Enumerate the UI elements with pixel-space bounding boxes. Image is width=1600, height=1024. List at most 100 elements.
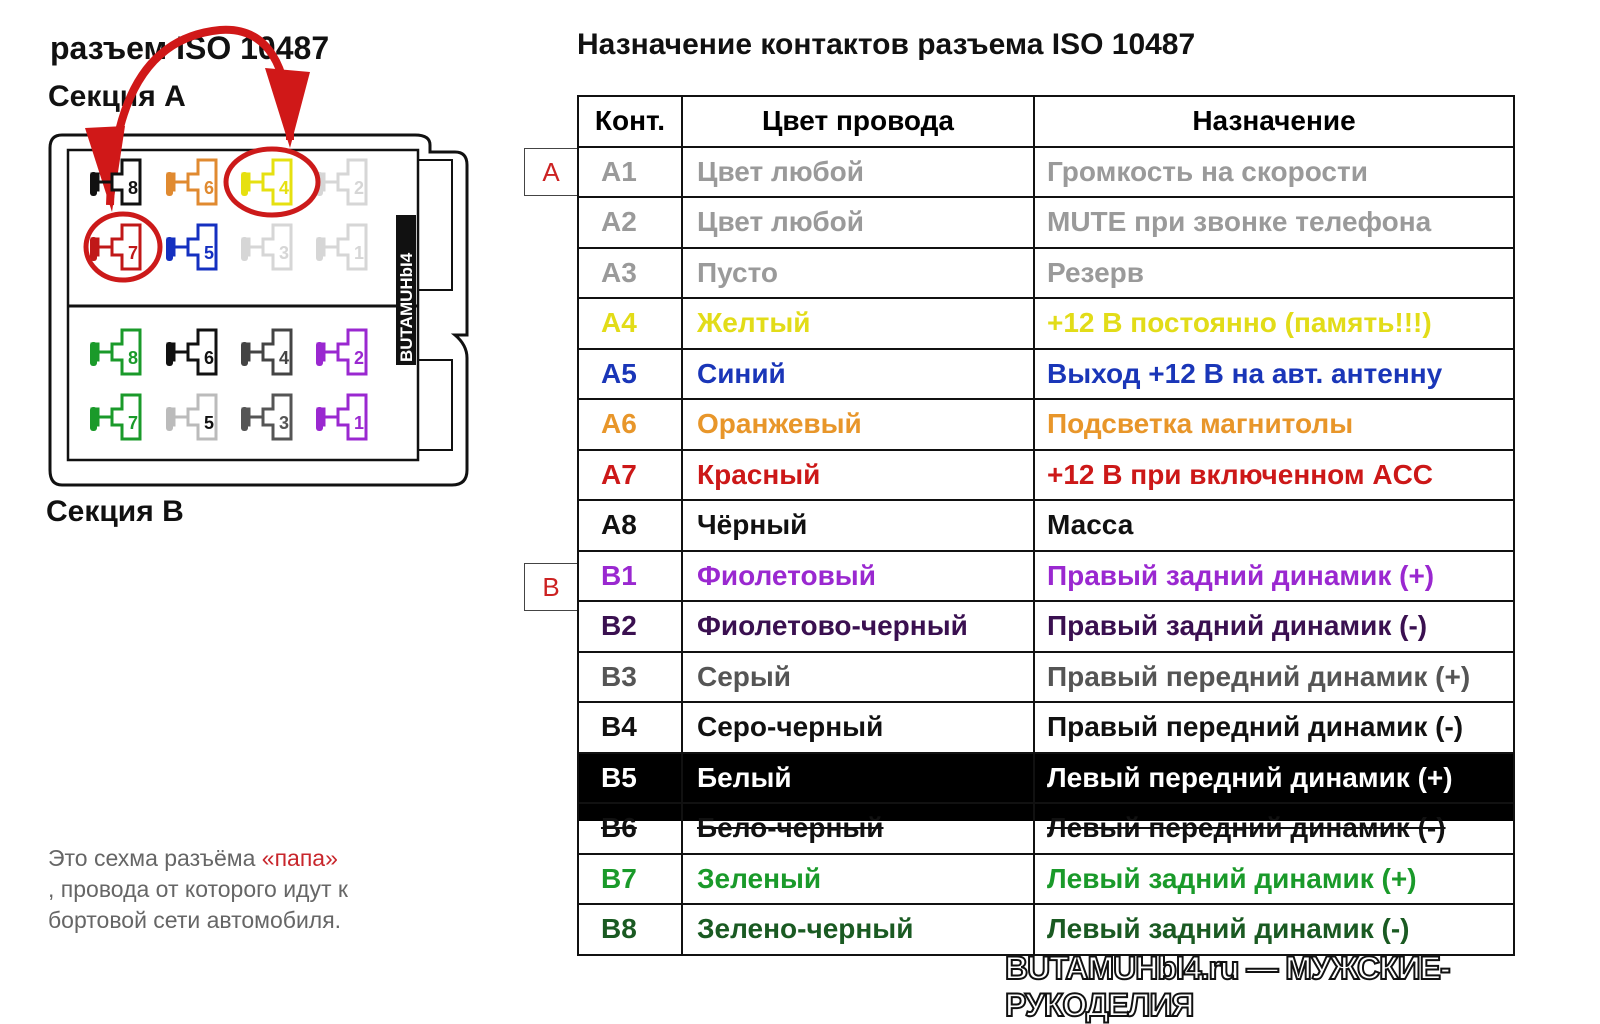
purpose-cell-text: Подсветка магнитолы [1047,408,1354,440]
purpose-cell: Левый передний динамик (+) [1033,751,1515,804]
table-row: B2 Фиолетово-черный Правый задний динамик … [577,600,1515,653]
pin-shape [90,328,142,376]
purpose-cell-text: Резерв [1047,256,1144,288]
pin-number: 5 [204,243,214,263]
wire-color-cell: Фиолетово-черный [681,600,1035,653]
wire-color-cell: Пусто [681,246,1035,299]
pin-2: 2 [316,328,368,376]
table-row: A3 Пусто Резерв [577,246,1515,299]
pin-number: 6 [204,178,214,198]
purpose-cell: Громкость на скорости [1033,145,1515,198]
pin-cell-text: B3 [601,660,637,692]
purpose-cell: Правый передний динамик (-) [1033,701,1515,754]
purpose-cell-text: Правый передний динамик (-) [1047,711,1464,743]
pin-shape [316,158,368,206]
pin-5: 5 [166,393,218,441]
pin-shape [316,328,368,376]
wire-color-cell-text: Оранжевый [697,408,862,440]
wire-color-cell: Чёрный [681,499,1035,552]
header-purpose: Назначение [1033,95,1515,148]
pin-number: 1 [354,243,364,263]
pin-number: 8 [128,348,138,368]
pin-3: 3 [241,223,293,271]
pin-shape [241,393,293,441]
pin-1: 1 [316,393,368,441]
pin-tab [166,237,173,261]
purpose-cell: Левый задний динамик (-) [1033,903,1515,956]
purpose-cell-text: Левый передний динамик (-) [1047,812,1446,844]
pin-tab [241,342,248,366]
side-label: BUTAMUHbI4 [397,252,416,362]
pin-cell: B5 [577,751,683,804]
pin-cell-text: A1 [601,155,637,187]
wire-color-cell: Серо-черный [681,701,1035,754]
pin-cell-text: A3 [601,256,637,288]
purpose-cell: Резерв [1033,246,1515,299]
wire-color-cell-text: Серо-черный [697,711,884,743]
pin-cell: A5 [577,347,683,400]
section-a-label: Секция A [48,80,186,113]
wire-color-cell: Зелено-черный [681,903,1035,956]
pin-6: 6 [166,328,218,376]
pin-cell: B7 [577,852,683,905]
pin-cell: B3 [577,650,683,703]
pin-tab [316,237,323,261]
table-title: Назначение контактов разъема ISO 10487 [577,28,1196,61]
pin-shape [166,393,218,441]
pin-number: 1 [354,413,364,433]
pin-tab [241,172,248,196]
latch-bottom [417,359,453,451]
pin-tab [316,407,323,431]
pin-4: 4 [241,328,293,376]
purpose-cell-text: +12 В при включенном ACC [1047,458,1434,490]
section-mark-b: B [524,563,577,611]
pin-cell-text: B4 [601,711,637,743]
pin-4: 4 [241,158,293,206]
pin-7: 7 [90,393,142,441]
pin-cell-text: A4 [601,307,637,339]
purpose-cell-text: Правый передний динамик (+) [1047,660,1471,692]
pin-cell: A2 [577,196,683,249]
wire-color-cell-text: Зеленый [697,862,822,894]
purpose-cell: +12 В при включенном ACC [1033,448,1515,501]
purpose-cell: Выход +12 В на авт. антенну [1033,347,1515,400]
table-row: A6 Оранжевый Подсветка магнитолы [577,398,1515,451]
pin-number: 4 [279,348,289,368]
watermark: BUTAMUHbI4.ru — МУЖСКИЕ-РУКОДЕЛИЯ [1004,949,1452,1024]
pin-shape [241,328,293,376]
pin-6: 6 [166,158,218,206]
pin-number: 3 [279,413,289,433]
purpose-cell: +12 В постоянно (память!!!) [1033,297,1515,350]
purpose-cell: Правый задний динамик (-) [1033,600,1515,653]
pin-number: 5 [204,413,214,433]
pin-cell-text: B2 [601,610,637,642]
wire-color-cell: Цвет любой [681,196,1035,249]
purpose-cell-text: Выход +12 В на авт. антенну [1047,357,1443,389]
wire-color-cell: Фиолетовый [681,549,1035,602]
purpose-cell-text: Левый задний динамик (+) [1047,862,1417,894]
purpose-cell-text: Правый задний динамик (+) [1047,559,1435,591]
pin-8: 8 [90,328,142,376]
wire-color-cell-text: Цвет любой [697,155,864,187]
pin-shape [316,393,368,441]
purpose-cell-text: Правый задний динамик (-) [1047,610,1428,642]
pin-number: 7 [128,413,138,433]
pin-tab [316,342,323,366]
pin-5: 5 [166,223,218,271]
wire-color-cell-text: Цвет любой [697,206,864,238]
pin-shape [166,328,218,376]
purpose-cell: Левый задний динамик (+) [1033,852,1515,905]
pin-cell-text: A5 [601,357,637,389]
wire-color-cell-text: Серый [697,660,792,692]
highlight-circle-a4 [223,146,321,218]
purpose-cell-text: Левый задний динамик (-) [1047,913,1410,945]
pin-tab [241,407,248,431]
table-row: B3 Серый Правый передний динамик (+) [577,650,1515,703]
pin-number: 4 [279,178,289,198]
pin-cell-text: A6 [601,408,637,440]
